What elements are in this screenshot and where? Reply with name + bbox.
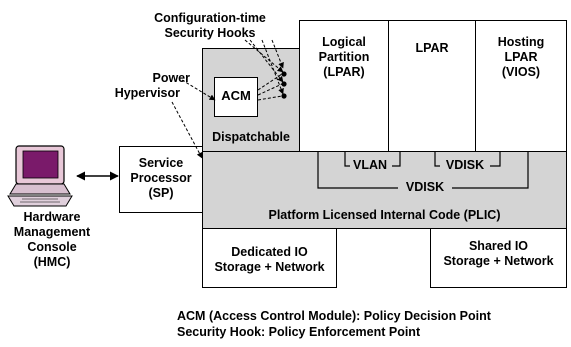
vdisk-small-label: VDISK (445, 158, 485, 172)
dedicated-io-box: Dedicated IO Storage + Network (202, 228, 337, 288)
hosting-line1: Hosting (497, 35, 545, 49)
hmc-computer-icon (7, 145, 73, 207)
lpar-middle: LPAR (388, 20, 476, 152)
sp-line1: Service (138, 156, 184, 170)
sp-line3: (SP) (148, 186, 174, 200)
hmc-line3: Console (27, 240, 77, 254)
lpar2-label: LPAR (415, 41, 449, 55)
power-hypervisor-label-1: Power (152, 71, 190, 85)
hosting-line3: (VIOS) (501, 65, 541, 79)
dispatchable-label: Dispatchable (212, 130, 290, 144)
vlan-label: VLAN (352, 158, 388, 172)
lpar1-line3: (LPAR) (323, 65, 365, 79)
service-processor-box: Service Processor (SP) (119, 146, 203, 213)
sp-line2: Processor (130, 171, 192, 185)
hmc-line2: Management (13, 225, 91, 239)
shared-line2: Storage + Network (443, 254, 554, 268)
acm-box: ACM (214, 77, 258, 117)
config-hooks-title-1: Configuration-time (154, 11, 266, 25)
lpar-logical-partition: Logical Partition (LPAR) (299, 20, 389, 152)
dedicated-line1: Dedicated IO (231, 245, 308, 259)
legend-line1: ACM (Access Control Module): Policy Deci… (177, 309, 491, 323)
shared-line1: Shared IO (468, 239, 529, 253)
hosting-line2: LPAR (504, 50, 538, 64)
hmc-line4: (HMC) (33, 255, 71, 269)
hmc-line1: Hardware (23, 210, 81, 224)
acm-label: ACM (221, 88, 251, 103)
config-hooks-title-2: Security Hooks (164, 26, 256, 40)
plic-label: Platform Licensed Internal Code (PLIC) (268, 208, 501, 222)
shared-io-box: Shared IO Storage + Network (430, 228, 567, 288)
vdisk-big-label: VDISK (405, 180, 445, 194)
legend-line2: Security Hook: Policy Enforcement Point (177, 325, 421, 339)
lpar-hosting-vios: Hosting LPAR (VIOS) (475, 20, 567, 152)
dedicated-line2: Storage + Network (214, 260, 325, 274)
lpar1-line1: Logical (322, 35, 366, 49)
lpar1-line2: Partition (318, 50, 370, 64)
power-hypervisor-label-2: Hypervisor (114, 86, 180, 100)
